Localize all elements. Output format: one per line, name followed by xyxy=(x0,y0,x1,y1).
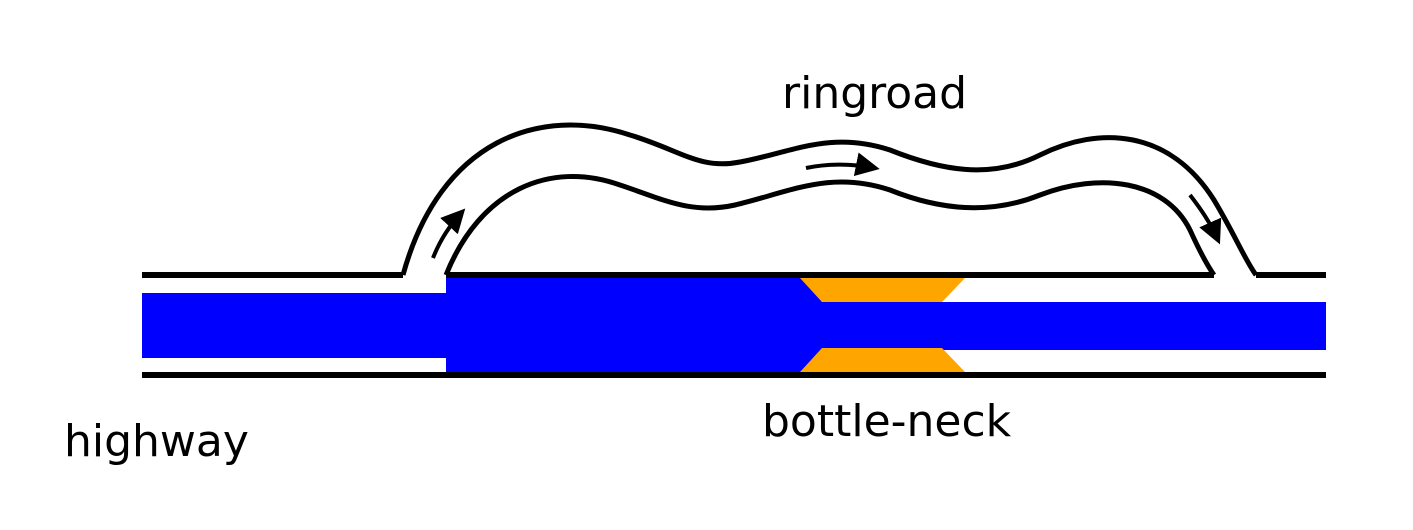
ringroad-inner-edge xyxy=(443,174,1217,277)
ringroad-outer-edge xyxy=(400,122,1259,277)
bottleneck-top xyxy=(800,278,965,302)
ringroad-label: ringroad xyxy=(782,68,968,119)
arrow-right-icon xyxy=(805,152,880,177)
bottleneck-label: bottle-neck xyxy=(762,396,1012,447)
highway xyxy=(142,272,1326,378)
ringroad xyxy=(400,122,1259,277)
arrow-up-right-icon xyxy=(431,208,466,259)
traffic-inflow xyxy=(142,293,447,358)
traffic-jam xyxy=(446,278,940,372)
arrow-down-right-icon xyxy=(1188,193,1222,245)
direction-arrows xyxy=(431,152,1222,259)
traffic-flow xyxy=(142,278,1326,372)
highway-label: highway xyxy=(64,416,249,467)
traffic-outflow xyxy=(935,302,1326,350)
bottleneck xyxy=(800,278,965,372)
bottleneck-bottom xyxy=(800,348,965,372)
